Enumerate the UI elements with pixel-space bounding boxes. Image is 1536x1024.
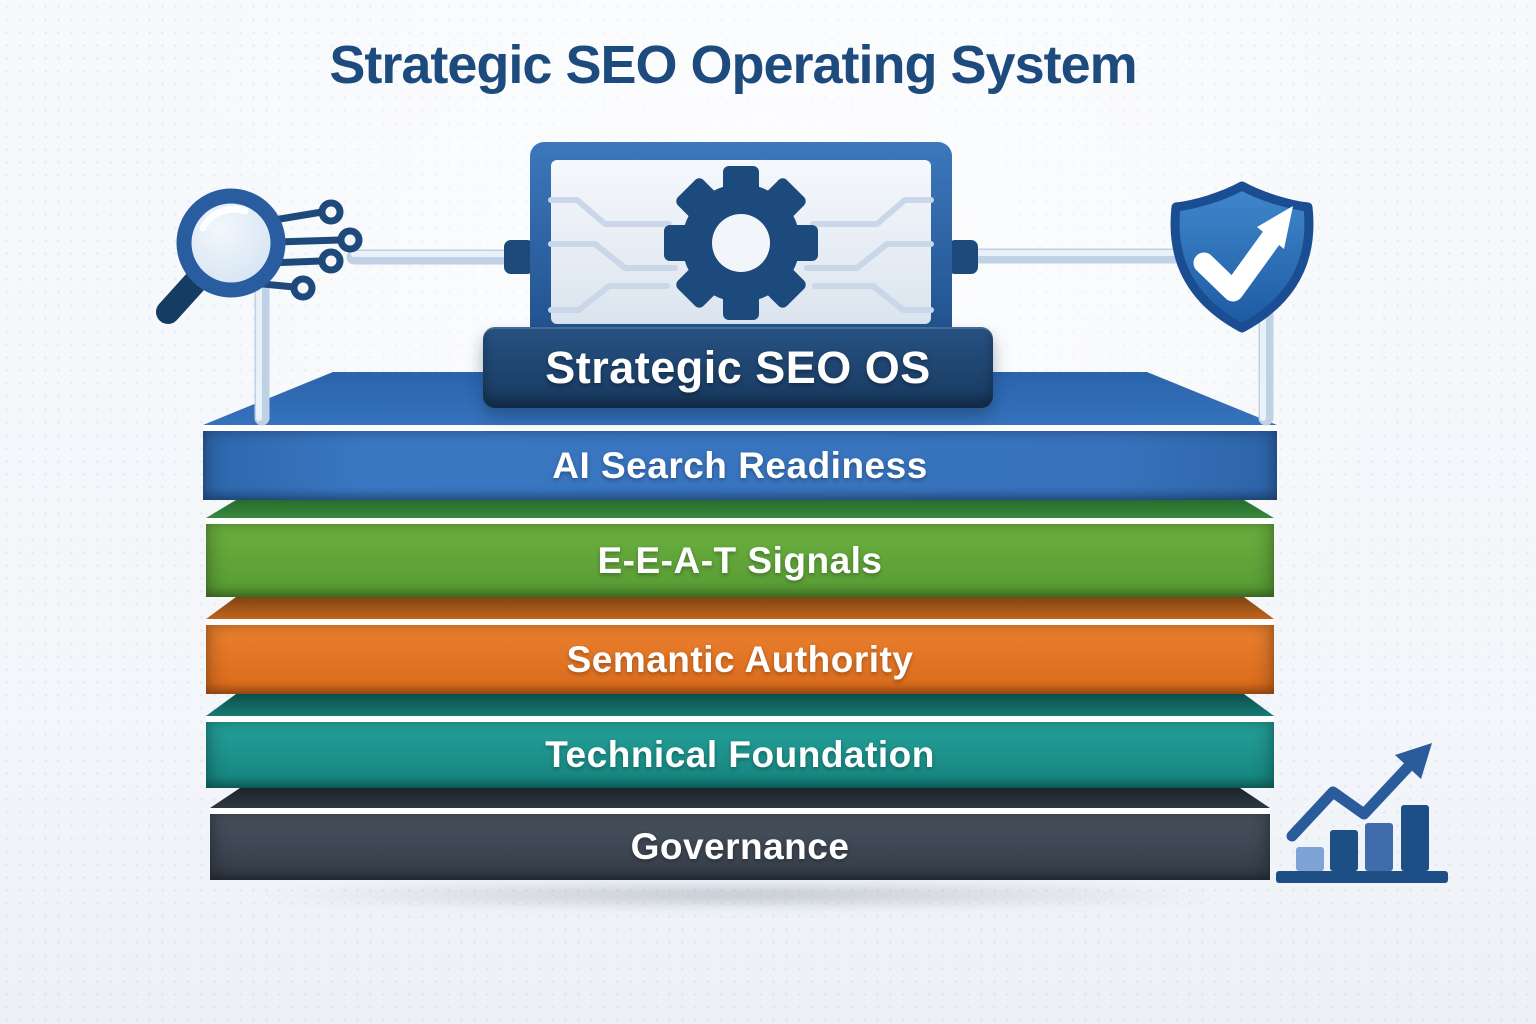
monitor-graphic	[504, 142, 978, 342]
layer-front-face: Semantic Authority	[206, 619, 1274, 694]
monitor-screen	[551, 160, 931, 324]
monitor-right-port	[948, 240, 978, 274]
shield-check-icon	[1170, 181, 1314, 333]
layer-top-face	[206, 694, 1274, 716]
layer-label: Semantic Authority	[566, 638, 914, 680]
layer-front-face: E-E-A-T Signals	[206, 518, 1274, 597]
magnifier-lens	[176, 188, 286, 298]
layer-front-face: Governance	[210, 808, 1270, 880]
layer-front-face: AI Search Readiness	[203, 425, 1277, 500]
layer-label: Technical Foundation	[545, 734, 935, 775]
circuit-traces	[548, 197, 934, 313]
magnifier-handle	[156, 269, 208, 324]
growth-chart-icon	[1276, 743, 1448, 883]
search-icon	[156, 188, 363, 324]
layer-label: Governance	[630, 826, 850, 867]
layer-top-face	[210, 788, 1270, 808]
gear-icon	[664, 166, 818, 320]
os-banner: Strategic SEO OS	[483, 327, 993, 408]
layer-label: AI Search Readiness	[552, 444, 928, 486]
layer-top-face	[206, 597, 1274, 619]
check-arrowhead	[1257, 206, 1293, 249]
trend-arrowhead	[1395, 743, 1432, 779]
page-title: Strategic SEO Operating System	[329, 35, 1137, 95]
layer-top-face	[206, 500, 1274, 518]
layer-label: E-E-A-T Signals	[597, 539, 883, 581]
monitor-frame	[530, 142, 952, 342]
os-banner-label: Strategic SEO OS	[545, 341, 931, 393]
monitor-left-port	[504, 240, 534, 274]
stack-floor-shadow	[250, 882, 1230, 908]
layer-front-face: Technical Foundation	[206, 716, 1274, 788]
